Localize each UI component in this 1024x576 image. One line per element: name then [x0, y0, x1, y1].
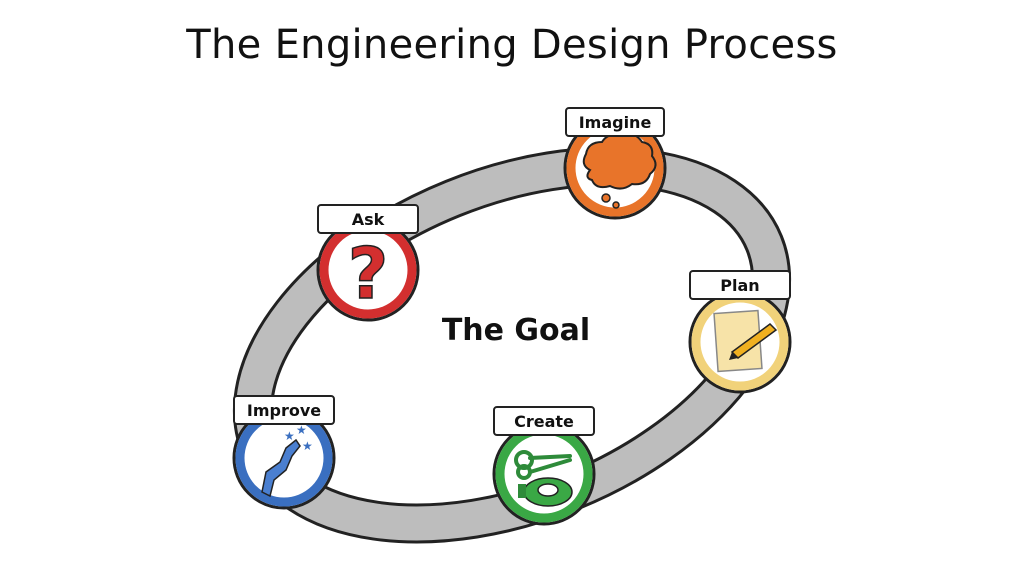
svg-text:★: ★	[284, 429, 295, 443]
arrow-stars-icon: ★ ★ ★	[261, 423, 313, 498]
page-title: The Engineering Design Process	[186, 22, 838, 68]
step-improve: ★ ★ ★ Improve	[232, 395, 336, 510]
step-plan: Plan	[688, 270, 792, 394]
scissors-tape-icon	[514, 450, 573, 507]
svg-text:★: ★	[296, 423, 307, 437]
svg-text:★: ★	[302, 439, 313, 453]
step-plan-label: Plan	[720, 276, 759, 295]
step-ask: ? Ask	[316, 204, 420, 322]
step-create-label: Create	[514, 412, 574, 431]
step-imagine: Imagine	[563, 107, 667, 220]
paper-pencil-icon	[713, 309, 778, 373]
question-mark-icon: ?	[347, 232, 389, 316]
step-imagine-label: Imagine	[579, 113, 652, 132]
step-create: Create	[492, 406, 596, 526]
step-improve-label: Improve	[247, 401, 321, 420]
thought-bubble-icon	[582, 133, 657, 209]
svg-text:?: ?	[348, 233, 389, 315]
step-ask-label: Ask	[352, 210, 385, 229]
center-label: The Goal	[442, 313, 590, 348]
